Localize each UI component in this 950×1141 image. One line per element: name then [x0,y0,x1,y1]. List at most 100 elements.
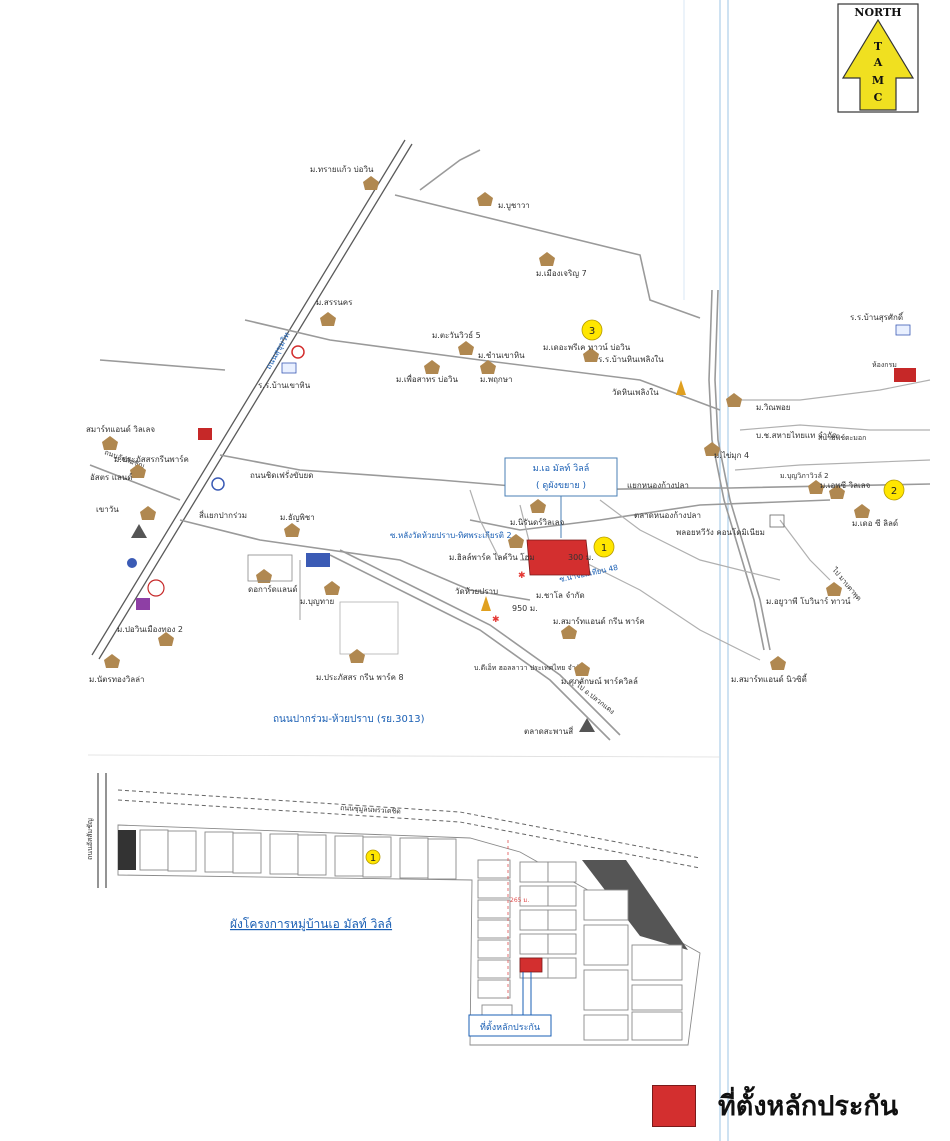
school-icon [281,362,297,374]
distance-label: 950 ม. [512,604,538,613]
star-icon: ✱ [492,615,500,625]
house-icon [363,176,379,190]
house-icon [808,480,824,494]
land-plot [247,554,293,582]
numbered-marker: 3 [581,319,603,341]
place-label: อัสตร แลนด์ [90,472,132,482]
place-label: สนามพิช์ตะมอก [818,434,866,442]
house-icon [583,348,599,362]
place-label: ม.บูชาวา [498,201,530,211]
place-label: ม.นัตรทองวิลล่า [89,675,145,684]
site-callout: ม.เอ มัลท์ วิลล์ ( ดูผังขยาย ) [504,457,618,538]
house-icon [130,464,146,478]
numbered-marker: 1 [593,536,615,558]
place-label: ม.สรรนคร [316,298,353,307]
place-label: ม.ฮิลล์พาร์ค ไลค์วิน โฮม [449,552,535,562]
inset-road-top: ถนนซุมูลนพรวเดชิด [340,804,401,816]
place-label: ม.นิรันดร์วิลเลจ [510,517,565,527]
place-label: ม.ทรายแก้ว บ่อวิน [310,165,374,174]
compass-letter: A [873,56,883,69]
place-label: ม.ชำนเขาหิน [478,351,525,360]
house-icon [324,581,340,595]
place-label: ม.ไข่มุก 4 [714,451,749,460]
place-label: เขาวัน [96,505,119,514]
north-label: NORTH [854,6,901,19]
legend-label: ที่ตั้งหลักประกัน [718,1091,899,1122]
svg-text:1: 1 [601,543,607,554]
house-icon [508,534,524,548]
place-label: ม.ปอวินเมืองทอง 2 [117,625,183,634]
gas-station-icon [211,477,225,491]
house-icon [829,485,845,499]
tower-icon [131,524,147,538]
house-icon [770,656,786,670]
gas-station-icon [291,345,305,359]
place-label: ร.ร.บ้านเขาหิน [258,381,311,390]
place-label: ม.เพื่อสาทร บ่อวิน [396,373,458,384]
place-label: ม.บุญวิภาวิวล์ 2 [780,472,829,480]
bank-icon [147,579,165,597]
legend-swatch [652,1084,696,1127]
market-icon [579,718,595,732]
house-icon [256,569,272,583]
house-icon [102,436,118,450]
store-icon [306,553,330,567]
place-label: ม.ธัญพิชา [280,513,315,522]
svg-text:2: 2 [891,486,897,497]
land-plot [339,601,399,655]
place-label: วัดหินเพลิงใน [612,388,659,397]
place-label: ม.สมาร์ทแอนด์ กรีน พาร์ค [553,616,645,626]
inset-title: ผังโครงการหมู่บ้านเอ มัลท์ วิลล์ [230,917,392,932]
star-icon: ✱ [518,571,526,581]
site-location: 300 ม. 950 ม. ✱ ✱ [492,539,594,625]
divider [87,754,721,758]
inset-location-label: ที่ตั้งหลักประกัน [480,1020,540,1033]
place-label: ม.ประภัสสร กรีน พาร์ค 8 [316,672,404,682]
house-icon [704,442,720,456]
svg-text:3: 3 [589,326,595,337]
place-label: ม.ประภัสสรกรีนพาร์ค [114,454,189,464]
project-inset-plan: ถนนอัสสัมชัญ ถนนซุมูลนพรวเดชิด [86,773,701,1046]
road-label-soi-1: ซ.หลังวัดห้วยปราบ-ทิศพระเกียรติ 2 [390,531,512,540]
intersection-label: สี่แยกปากร่วม [199,509,247,520]
site-block [526,539,591,576]
place-label: ม.เอพซี วิลเลจ [820,481,871,490]
place-label: ตลาดสะพานสี่ [524,725,573,736]
bank-icon [136,598,150,610]
house-icon [726,393,742,407]
bank-icon [127,558,137,568]
compass-letter: C [874,91,883,104]
inset-location-box [468,1014,552,1037]
house-icon [284,523,300,537]
north-arrow-icon [841,18,915,111]
place-label: ดอการ์ดแลนด์ [248,584,298,594]
house-icon [424,360,440,374]
intersection-label: แยกหนองก้างปลา [627,481,689,490]
building-icon [894,368,916,382]
place-label: บ.ดีเอ็ท ฮอลลาวา ประเทศไทย จำกัด [474,663,584,672]
inset-distance: 265 ม. [510,897,529,904]
house-icon [140,506,156,520]
place-label: ม.ชาโล จำกัด [536,590,585,600]
building-icon [769,514,785,528]
compass-letter: T [874,40,883,53]
place-label: ห้องกรม [872,361,897,369]
store-icon [198,428,212,440]
inset-road-left: ถนนอัสสัมชัญ [86,818,94,860]
place-label: ม.วิณพอย [756,403,791,412]
place-label: บ.ช.สหายไทยแท จำกัด [756,431,837,440]
house-icon [104,654,120,668]
place-label: ร.ร.บ้านสุรศักดิ์ [850,311,904,322]
road-label-3013: ถนนปากร่วม-ห้วยปราบ (รย.3013) [273,713,425,725]
road-label: ถนนชิดเฟรั่งขับยด [250,469,313,480]
house-icon [530,499,546,513]
place-label: พลอยหวีวัง คอนโดมิเนียม [676,527,765,537]
place-label: ร.ร.บ้านหินเพลิงใน [598,355,664,364]
road-network [89,139,931,741]
school-icon [895,324,911,336]
place-label: ม.สมาร์ทแอนด์ นิวซิตี้ [731,673,808,684]
temple-icon [676,380,686,395]
place-label: ตลาดหนองก้างปลา [634,511,701,520]
map-legend: ที่ตั้งหลักประกัน [652,1084,898,1127]
